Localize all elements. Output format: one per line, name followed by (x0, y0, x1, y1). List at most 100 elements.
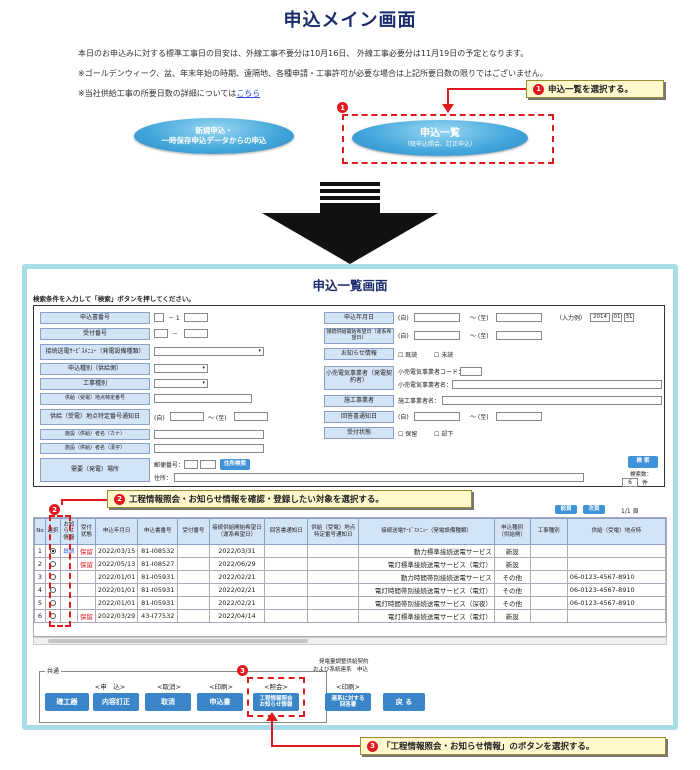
cell-no: 6 (34, 609, 46, 623)
cell-supply: 06-0123-4567-8910 (566, 596, 666, 610)
callout-2-text: 工程情報照会・お知らせ情報を確認・登録したい対象を選択する。 (129, 495, 384, 505)
edit-application-button[interactable]: 内容訂正 (93, 693, 139, 711)
cell-recv (177, 544, 210, 558)
hold-checkbox[interactable]: ☐ 保留 (398, 431, 418, 438)
retailer-code-input[interactable] (460, 367, 482, 376)
app-no-sep: － 1 (168, 315, 180, 322)
column-header: 申込年月日 (94, 518, 139, 545)
cell-start: 2022/04/14 (208, 609, 266, 623)
callout-1-text: 申込一覧を選択する。 (548, 85, 634, 95)
cell-supply: 06-0123-4567-8910 (566, 583, 666, 597)
process-info-button[interactable]: 工程情報照会 お知らせ情報 (253, 693, 299, 711)
cell-pt (307, 544, 360, 558)
generation-group-label-2: および系統連系 申込 (313, 667, 369, 673)
cell-supply (566, 609, 666, 623)
caption-reference: <照会> (264, 683, 288, 691)
work-type-select[interactable]: ▾ (154, 379, 208, 388)
cell-date: 2022/01/01 (94, 596, 139, 610)
answer-date-to-input[interactable] (496, 412, 542, 421)
cell-atype: 新設 (493, 609, 531, 623)
cell-atype: 新設 (493, 544, 531, 558)
down-arrow-icon (262, 182, 438, 264)
arrowhead-up-icon (266, 712, 278, 721)
app-type-select[interactable]: ▾ (154, 364, 208, 373)
app-no-input-1[interactable] (154, 313, 164, 322)
cell-svc: 動力標準接続送電サービス (358, 544, 495, 558)
search-button[interactable]: 検 索 (628, 456, 658, 468)
answer-doc-label-1: 連系に対する (331, 695, 365, 702)
cell-pt (307, 609, 360, 623)
generation-group-label-1: 発電量調整供給契約 (319, 659, 369, 665)
process-info-label-2: お知らせ情報 (259, 702, 293, 708)
retailer-name-input[interactable] (452, 380, 662, 389)
callout-3-text: 「工程情報照会・お知らせ情報」のボタンを選択する。 (382, 742, 595, 752)
label-work-type: 工事種別 (40, 378, 150, 390)
answer-doc-label-2: 回答書 (339, 702, 357, 708)
back-button[interactable]: 戻 る (383, 693, 425, 711)
zip-input-2[interactable] (200, 460, 216, 469)
label-retailer: 小売電気事業者（発電契約者） (324, 366, 394, 390)
new-application-button[interactable]: 新規申込・ 一時保存申込データからの申込 (134, 118, 294, 154)
receipt-no-input-1[interactable] (154, 329, 168, 338)
receipt-no-input-2[interactable] (184, 329, 208, 338)
app-date-from-input[interactable] (414, 313, 460, 322)
callout-1: 1 申込一覧を選択する。 (526, 80, 664, 98)
cell-svc: 電灯時間帯別接続送電サービス（深夜） (358, 596, 495, 610)
search-conditions-panel: 申込書番号 － 1 受付番号 － 接続送電ｻｰﾋﾞｽﾒﾆｭｰ（発電設備種類） ▾… (33, 305, 665, 487)
horizontal-scrollbar[interactable] (33, 637, 667, 645)
cell-pt (307, 596, 360, 610)
details-link[interactable]: こちら (236, 89, 261, 98)
start-date-to-input[interactable] (496, 331, 542, 340)
main-screen-title: 申込メイン画面 (283, 10, 417, 31)
confirm-button[interactable]: 確工器 (45, 693, 89, 711)
step-marker-2: 2 (49, 504, 60, 515)
cell-start: 2022/02/21 (208, 570, 266, 584)
cell-ans (264, 609, 309, 623)
cell-supply (566, 544, 666, 558)
next-page-button[interactable]: 次頁 (583, 505, 605, 514)
unread-checkbox[interactable]: ☐ 未読 (434, 352, 454, 359)
point-date-from-input[interactable] (170, 412, 204, 421)
zip-input-1[interactable] (184, 460, 198, 469)
application-list-button[interactable]: 申込一覧 （既申込照会、訂正申込） (352, 120, 528, 156)
point-date-to-input[interactable] (234, 412, 268, 421)
reject-checkbox[interactable]: ☐ 却下 (434, 431, 454, 438)
service-select[interactable]: ▾ (154, 347, 264, 356)
start-date-from-input[interactable] (414, 331, 460, 340)
app-date-to-input[interactable] (496, 313, 542, 322)
answer-date-from-input[interactable] (414, 412, 460, 421)
cell-wtype (529, 544, 568, 558)
kana-input[interactable] (154, 430, 264, 439)
supply-no-input[interactable] (154, 394, 252, 403)
point-date-to: ～ (至) (208, 415, 227, 422)
application-form-button[interactable]: 申込書 (197, 693, 243, 711)
cancel-button[interactable]: 取消 (145, 693, 191, 711)
answer-doc-button[interactable]: 連系に対する 回答書 (325, 693, 371, 711)
step-marker-1: 1 (337, 102, 348, 113)
cell-start: 2022/02/21 (208, 596, 266, 610)
start-date-from: (自) (398, 333, 409, 340)
highlight-box-3 (247, 677, 305, 717)
cell-pt (307, 570, 360, 584)
zip-label: 郵便番号： (154, 462, 185, 469)
read-checkbox[interactable]: ☐ 既読 (398, 352, 418, 359)
address-input[interactable] (174, 473, 584, 482)
contractor-name-input[interactable] (442, 396, 662, 405)
unread-label: 未読 (441, 352, 454, 359)
application-list-screen: 申込一覧画面 検索条件を入力して「検索」ボタンを押してください。 申込書番号 －… (22, 264, 678, 730)
zip-search-button[interactable]: 住所検索 (220, 459, 250, 470)
cell-ans (264, 544, 309, 558)
prev-page-button[interactable]: 前頁 (555, 505, 577, 514)
column-header: 受付状態 (76, 518, 96, 545)
app-no-input-2[interactable] (184, 313, 208, 322)
scrollbar-thumb[interactable] (48, 639, 308, 643)
kanji-input[interactable] (154, 444, 264, 453)
